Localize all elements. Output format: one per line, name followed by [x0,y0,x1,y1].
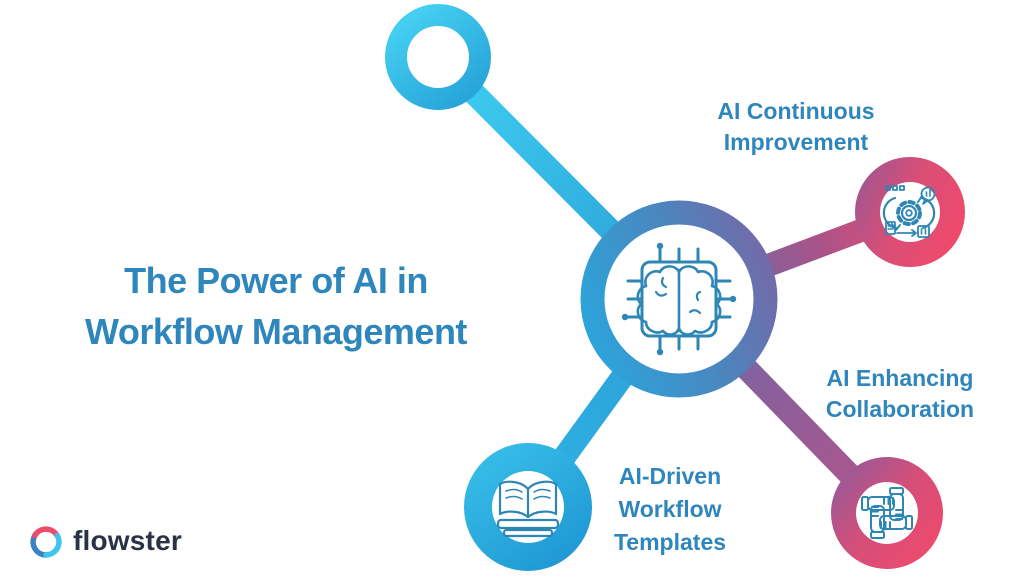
node-continuous-improvement [855,157,965,267]
label-ci-line-1: AI Continuous [717,98,875,124]
ai-brain-chip-icon [621,242,737,356]
label-wt-line-2: Workflow [618,496,722,522]
title-line-2: Workflow Management [85,311,467,352]
label-ec-line-1: AI Enhancing [826,365,974,391]
label-wt-line-1: AI-Driven [618,463,722,489]
continuous-improvement-icon [882,185,936,238]
flowster-logo-text: flowster [73,525,182,556]
flowster-logo-icon [30,526,62,558]
open-book-icon [496,480,560,538]
collaboration-hands-icon [861,487,913,539]
label-ai-enhancing-collaboration: AI Enhancing Collaboration [770,363,1030,425]
label-ai-driven-workflow-templates: AI-Driven Workflow Templates [565,460,775,559]
title-line-1: The Power of AI in [124,260,428,301]
label-ci-line-2: Improvement [723,129,869,155]
page-title: The Power of AI in Workflow Management [26,255,526,357]
label-ai-continuous-improvement: AI Continuous Improvement [666,96,926,158]
label-wt-line-3: Templates [613,529,727,555]
node-top-left-ring [385,4,491,110]
node-collaboration [831,457,943,569]
flowster-logo: flowster [28,523,182,559]
label-ec-line-2: Collaboration [825,396,975,422]
